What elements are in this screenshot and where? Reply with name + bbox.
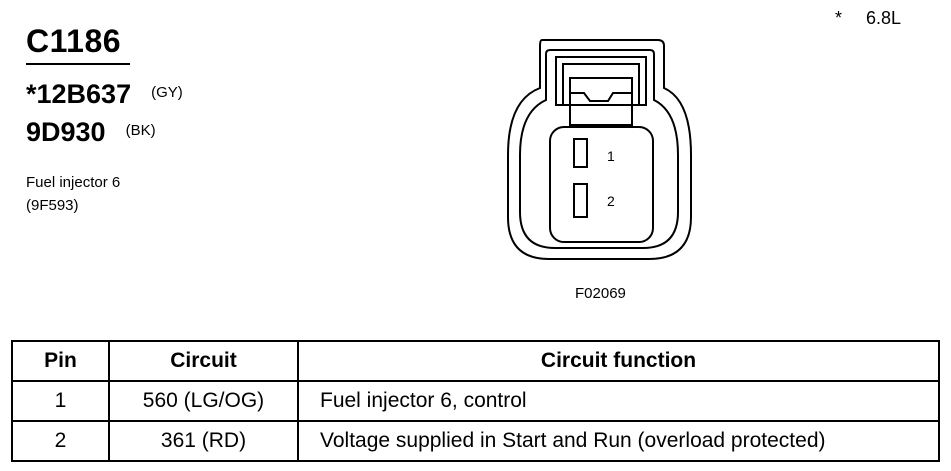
terminal-cavity-block (549, 126, 654, 243)
locking-tab-notch (570, 92, 632, 102)
engine-note-marker: * (835, 8, 843, 28)
part-number-row-1: *12B637 (GY) (26, 78, 183, 109)
table-header-row: Pin Circuit Circuit function (11, 340, 940, 382)
pin-2-label: 2 (607, 193, 615, 209)
cell-circuit: 361 (RD) (108, 420, 299, 462)
part-number-row-2: 9D930 (BK) (26, 116, 156, 147)
connector-outer-shell (507, 39, 692, 260)
connector-code-underline (26, 63, 130, 65)
component-name: Fuel injector 6 (26, 174, 121, 191)
pin-1-label: 1 (607, 148, 615, 164)
connector-code: C1186 (26, 23, 122, 59)
table-row: 1 560 (LG/OG) Fuel injector 6, control (11, 380, 940, 422)
engine-note: * 6.8L (835, 8, 901, 28)
pin-table: Pin Circuit Circuit function 1 560 (LG/O… (11, 340, 940, 462)
part-color: (BK) (125, 122, 156, 139)
header-function: Circuit function (297, 340, 940, 382)
part-color: (GY) (151, 84, 183, 101)
connector-face-diagram: 1 2 (507, 39, 692, 260)
pin-2-cavity (573, 183, 588, 218)
header-pin: Pin (11, 340, 110, 382)
cell-function: Voltage supplied in Start and Run (overl… (297, 420, 940, 462)
part-number: *12B637 (26, 79, 132, 109)
figure-code: F02069 (575, 285, 626, 302)
cell-pin: 2 (11, 420, 110, 462)
cell-pin: 1 (11, 380, 110, 422)
header-circuit: Circuit (108, 340, 299, 382)
pin-1-cavity (573, 138, 588, 168)
engine-note-text: 6.8L (866, 8, 902, 28)
table-row: 2 361 (RD) Voltage supplied in Start and… (11, 420, 940, 462)
part-number: 9D930 (26, 117, 106, 147)
connector-inner-shell (519, 49, 679, 249)
component-ref: (9F593) (26, 197, 79, 214)
locking-tab-latch (569, 77, 633, 126)
cell-function: Fuel injector 6, control (297, 380, 940, 422)
cell-circuit: 560 (LG/OG) (108, 380, 299, 422)
locking-tab-inner-frame (562, 63, 640, 106)
